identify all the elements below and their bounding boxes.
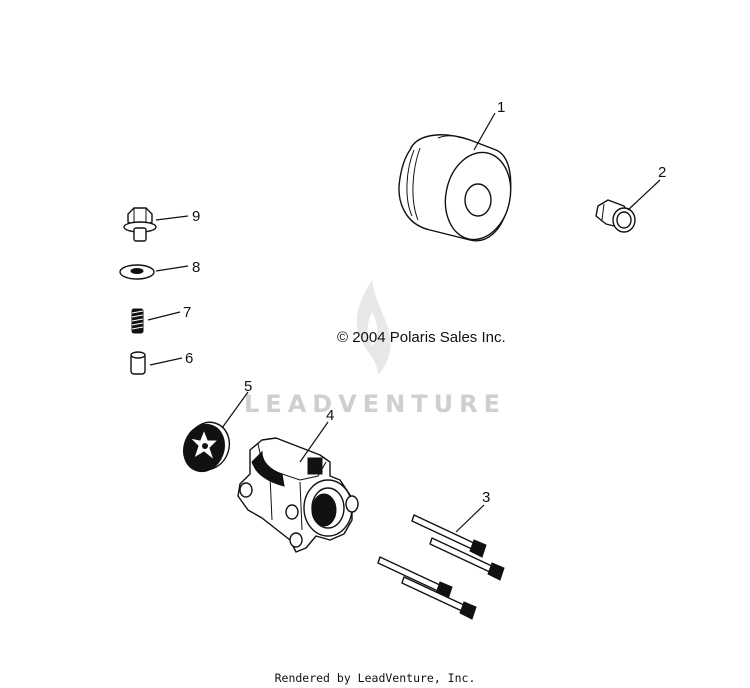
part-9-bolt [123, 207, 157, 242]
watermark-text: LEADVENTURE [244, 390, 506, 418]
footer-credit: Rendered by LeadVenture, Inc. [275, 671, 476, 685]
leader-2 [627, 179, 661, 211]
leader-4 [299, 421, 329, 463]
copyright-notice: © 2004 Polaris Sales Inc. [337, 329, 506, 346]
leader-lines [147, 112, 661, 533]
part-2-fitting [595, 199, 636, 233]
callout-9: 9 [192, 208, 200, 225]
callout-1: 1 [497, 99, 505, 116]
part-3-screws [377, 514, 505, 620]
leader-8 [155, 265, 189, 272]
callout-4: 4 [326, 407, 334, 424]
leader-5 [221, 391, 249, 429]
callout-3: 3 [482, 489, 490, 506]
leader-3 [455, 504, 485, 533]
screw [401, 576, 477, 620]
callout-7: 7 [183, 304, 191, 321]
callout-5: 5 [244, 378, 252, 395]
part-8-washer [119, 264, 155, 280]
part-4-pump-housing [237, 437, 359, 553]
callout-numbers: 1 2 3 4 5 6 7 8 9 [183, 99, 666, 506]
callout-6: 6 [185, 350, 193, 367]
watermark: LEADVENTURE [244, 280, 506, 418]
part-1-oil-filter [398, 134, 512, 242]
part-6-dowel-pin [130, 351, 146, 375]
screw [429, 537, 505, 581]
part-7-spring [131, 308, 144, 334]
screw [411, 514, 487, 558]
leader-7 [147, 311, 181, 321]
leader-6 [149, 357, 183, 366]
screw [377, 556, 453, 600]
callout-8: 8 [192, 259, 200, 276]
leader-1 [473, 112, 496, 151]
leader-9 [155, 215, 189, 221]
callout-2: 2 [658, 164, 666, 181]
flame-logo-icon [356, 280, 391, 375]
part-5-rotor [182, 421, 231, 473]
